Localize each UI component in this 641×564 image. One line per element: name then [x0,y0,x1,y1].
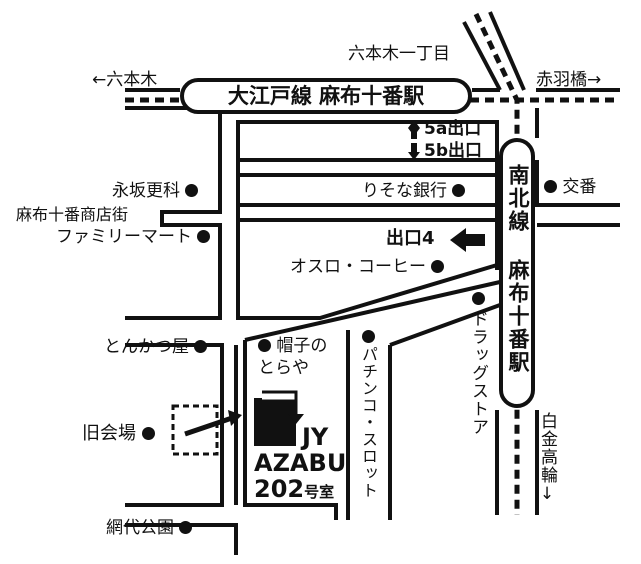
place-oslo-text: オスロ・コーヒー [290,257,426,277]
road-diagonal-lower [389,303,501,347]
old-venue-arrow-head [228,410,242,426]
road-right-east-2 [535,160,620,207]
drugstore-dot-icon [472,292,485,305]
oedo-station-text: 大江戸線 麻布十番駅 [227,84,425,108]
building-room-number: 202 [254,475,305,503]
building-name-2: AZABU [254,449,347,477]
koban-dot-icon [544,180,557,193]
namboku-line [473,12,520,515]
namboku-station-text: 南北線 麻布十番駅 [506,164,530,374]
tonkatsu-dot-icon [194,340,208,353]
place-tonkatsu: とんかつ屋 [104,337,208,357]
place-drugstore: ドラッグストア [468,310,488,436]
exit-5b-arrow [408,152,420,160]
pachinko-dot-icon [362,330,375,343]
amishiro-dot-icon [179,521,193,534]
old-venue-dot-icon [141,427,155,440]
place-amishiro: 網代公園 [106,518,193,538]
place-resona: りそな銀行 [362,181,466,201]
nagasaka-dot-icon [185,184,199,197]
road-right-top-1 [462,21,502,91]
place-nagasaka-text: 永坂更科 [112,181,180,201]
building-arrow-head [288,414,304,424]
direction-akabanebashi: 赤羽橋→ [536,70,602,90]
road-lower-left [243,340,338,520]
place-koban-text: 交番 [562,177,597,197]
road-left-outer [125,106,222,320]
place-tonkatsu-text: とんかつ屋 [104,337,189,357]
building-room-suffix: 号室 [304,483,335,501]
direction-roppongi-itchome: 六本木一丁目 [348,44,450,64]
exit-5b-label: 5b出口 [424,141,482,161]
direction-shirokane: 白金高輪↓ [537,412,557,505]
exit-5b-arrow-stem [411,143,417,153]
direction-roppongi: ←六本木 [92,70,158,90]
place-koban: 交番 [544,177,596,197]
place-nagasaka: 永坂更科 [112,181,199,201]
building-jy-azabu [254,398,296,446]
place-familymart: ファミリーマート [56,227,211,247]
building-name-1: JY [302,423,329,451]
boushi-dot-icon [258,339,271,352]
road-diagonal-upper [244,280,501,342]
place-old-venue: 旧会場 [82,424,155,444]
namboku-station-label: 南北線 麻布十番駅 [499,138,535,408]
road-left-west [125,343,224,507]
exit-4-arrow [450,228,485,252]
place-boushi-2: とらや [258,358,309,378]
place-oslo: オスロ・コーヒー [290,257,445,277]
block-exit4 [236,218,499,320]
place-shoutengai: 麻布十番商店街 [16,205,129,224]
exit-4-label: 出口4 [386,228,435,249]
place-old-venue-text: 旧会場 [82,423,136,444]
familymart-dot-icon [197,230,211,243]
road-left-south [125,523,238,555]
old-venue-arrow [184,415,233,437]
building-arrow-black [262,390,298,420]
place-resona-text: りそな銀行 [362,181,447,201]
road-right-top-2 [488,11,526,91]
place-boushi-text-1: 帽子の [276,336,328,356]
place-boushi: 帽子の [258,336,327,356]
oedo-station-label: 大江戸線 麻布十番駅 [180,78,472,114]
resona-dot-icon [452,184,466,197]
place-familymart-text: ファミリーマート [56,227,192,247]
place-amishiro-text: 網代公園 [106,518,174,538]
oslo-dot-icon [431,260,445,273]
old-venue-box [171,404,219,456]
exit-5a-label: 5a出口 [424,119,482,139]
building-room: 202号室 [254,476,334,505]
exit-5a-arrow-stem [411,127,417,139]
place-pachinko: パチンコ・スロット [359,346,378,499]
